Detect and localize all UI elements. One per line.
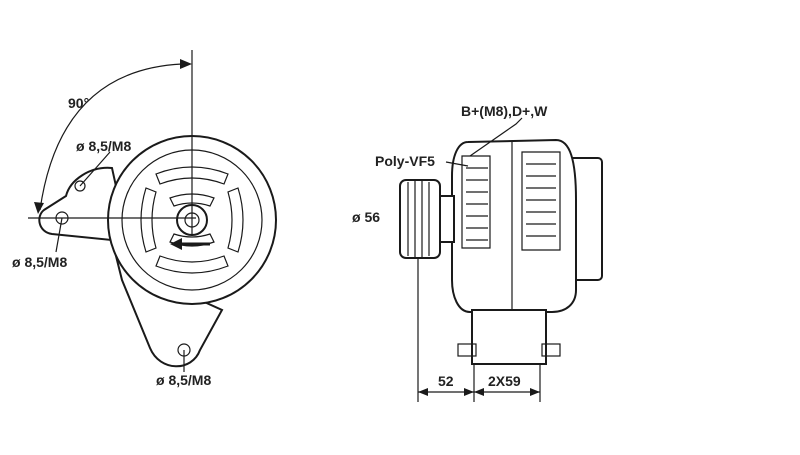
angle-arrow-left xyxy=(34,202,44,214)
dim-offset-label: 52 xyxy=(438,373,454,389)
foot-lug-right xyxy=(541,343,561,357)
mount-hole-top xyxy=(74,180,86,192)
leader-pulley-type xyxy=(445,161,469,167)
leader-hole-left xyxy=(55,217,63,253)
leader-terminals xyxy=(469,117,523,157)
foot-lug-left xyxy=(457,343,477,357)
angle-arc xyxy=(39,63,183,211)
terminals-label: B+(M8),D+,W xyxy=(461,103,548,119)
dim-spacing-label: 2X59 xyxy=(488,373,521,389)
front-view: 90° ø 8,5/M8 ø 8,5/M8 ø 8,5/M8 xyxy=(12,50,277,388)
hole-left-label: ø 8,5/M8 xyxy=(12,254,67,270)
vent-slots xyxy=(140,166,244,274)
dimension-lines xyxy=(417,258,541,402)
cooling-fins-front xyxy=(461,155,491,249)
rotation-arrow-head xyxy=(170,238,182,250)
pulley xyxy=(399,179,455,259)
leader-hole-top xyxy=(79,151,111,187)
cooling-fins-rear xyxy=(521,151,561,251)
angle-label: 90° xyxy=(68,95,89,111)
alternator-body xyxy=(451,138,577,313)
hole-bottom-label: ø 8,5/M8 xyxy=(156,372,211,388)
side-view: B+(M8),D+,W Poly-VF5 ø 56 52 2X59 xyxy=(352,103,603,402)
pulley-diameter-label: ø 56 xyxy=(352,209,380,225)
angle-arrow-top xyxy=(180,59,192,69)
mounting-foot xyxy=(471,309,547,365)
pulley-type-label: Poly-VF5 xyxy=(375,153,435,169)
hole-top-label: ø 8,5/M8 xyxy=(76,138,131,154)
